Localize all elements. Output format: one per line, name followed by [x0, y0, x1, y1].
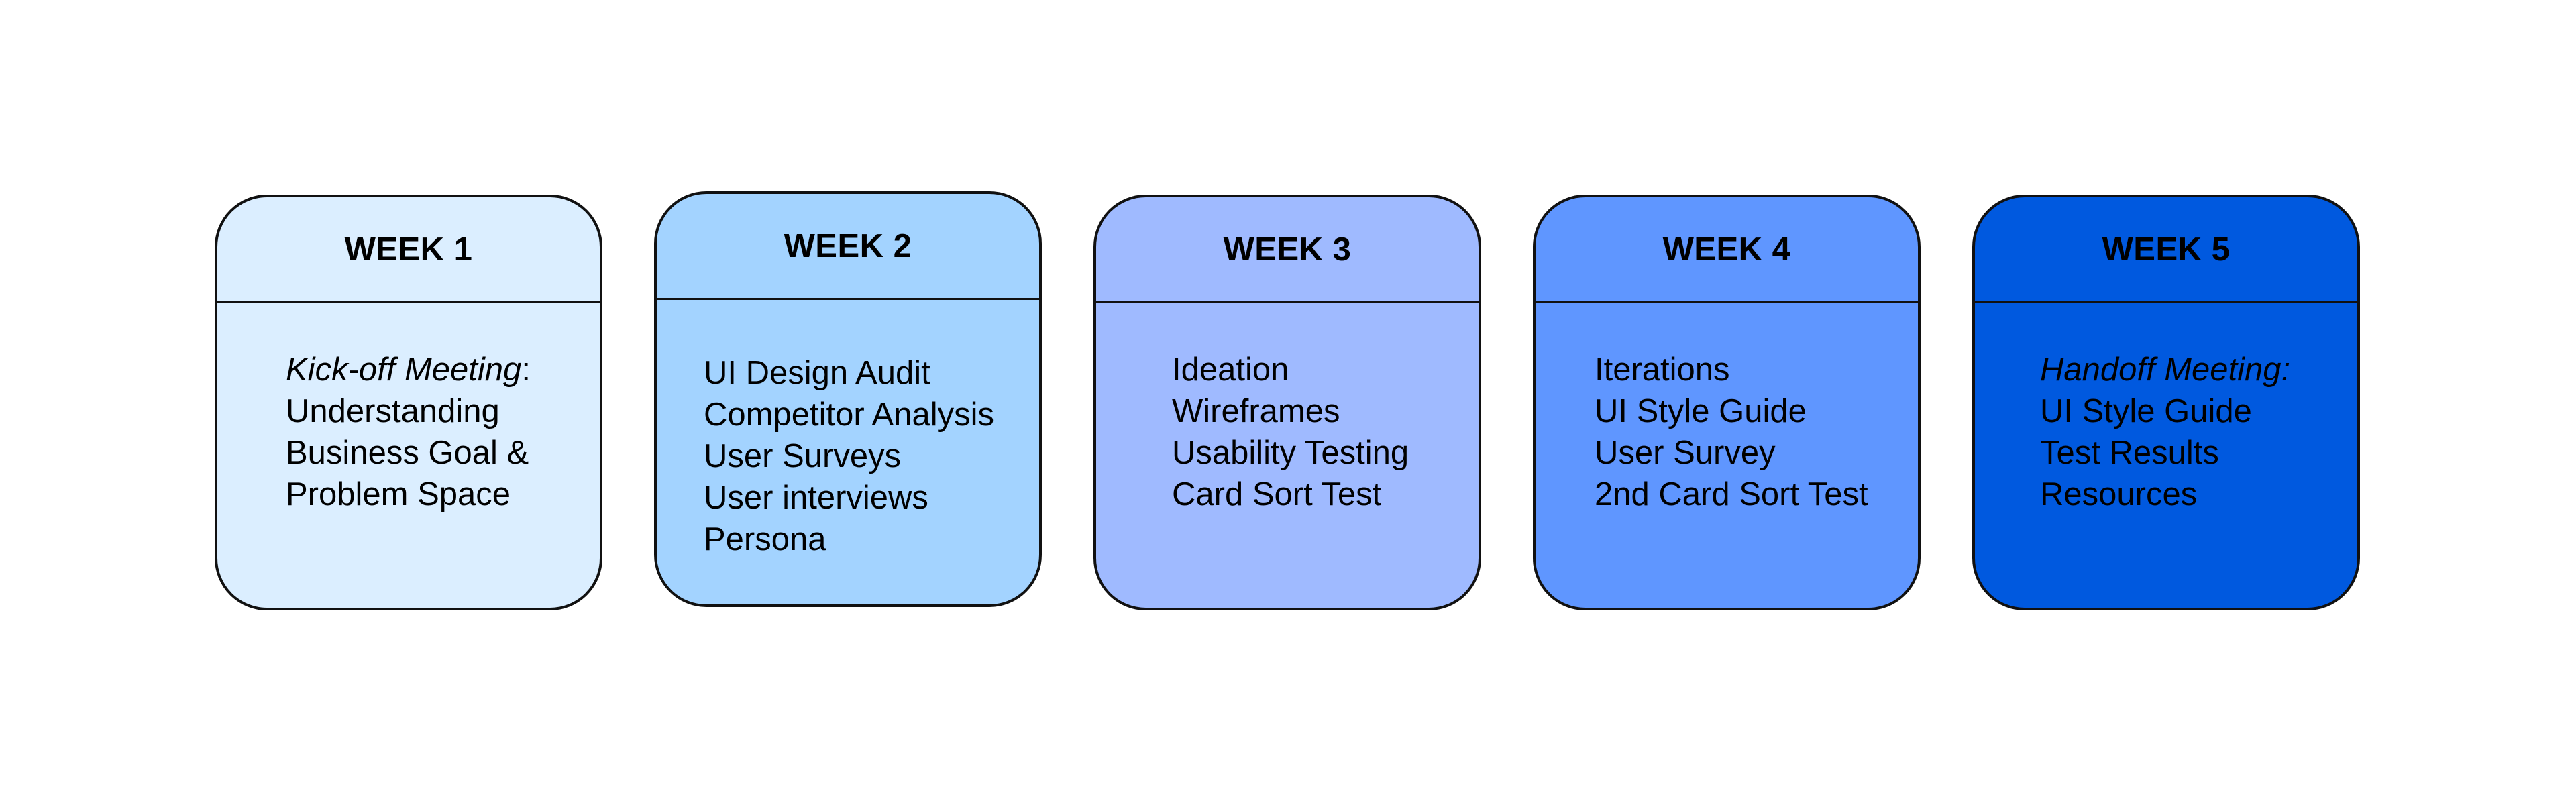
week-1-item: Understanding — [286, 393, 500, 429]
week-2-item: UI Design Audit — [704, 355, 930, 391]
week-2-title: WEEK 2 — [657, 194, 1039, 300]
week-5-lead: Handoff Meeting: — [2040, 352, 2291, 388]
week-1-item: Problem Space — [286, 476, 511, 513]
week-1-body: Kick-off Meeting: Understanding Business… — [217, 303, 600, 515]
week-1-card: WEEK 1 Kick-off Meeting: Understanding B… — [215, 195, 602, 610]
week-3-item: Wireframes — [1172, 393, 1340, 429]
week-5-card: WEEK 5 Handoff Meeting: UI Style Guide T… — [1972, 195, 2360, 610]
week-2-card: WEEK 2 UI Design Audit Competitor Analys… — [654, 191, 1042, 607]
week-2-item: Competitor Analysis — [704, 396, 995, 433]
week-2-item: User interviews — [704, 480, 928, 516]
week-2-item: User Surveys — [704, 438, 902, 474]
week-1-lead-italic: Kick-off Meeting — [286, 352, 522, 388]
week-5-body: Handoff Meeting: UI Style Guide Test Res… — [1975, 303, 2357, 515]
week-5-item: Resources — [2040, 476, 2198, 513]
week-3-card: WEEK 3 Ideation Wireframes Usability Tes… — [1093, 195, 1481, 610]
week-4-body: Iterations UI Style Guide User Survey 2n… — [1536, 303, 1918, 515]
week-5-item: Test Results — [2040, 435, 2219, 471]
week-3-item: Usability Testing — [1172, 435, 1409, 471]
week-4-title: WEEK 4 — [1536, 197, 1918, 303]
week-5-item: UI Style Guide — [2040, 393, 2252, 429]
week-3-item: Card Sort Test — [1172, 476, 1382, 513]
week-4-item: User Survey — [1595, 435, 1776, 471]
week-4-item: UI Style Guide — [1595, 393, 1807, 429]
week-4-item: 2nd Card Sort Test — [1595, 476, 1868, 513]
week-1-lead: Kick-off Meeting: — [286, 349, 600, 390]
week-4-card: WEEK 4 Iterations UI Style Guide User Su… — [1533, 195, 1921, 610]
week-1-item: Business Goal & — [286, 435, 529, 471]
week-1-lead-colon: : — [521, 352, 531, 388]
week-4-item: Iterations — [1595, 352, 1730, 388]
week-3-title: WEEK 3 — [1096, 197, 1479, 303]
week-5-title: WEEK 5 — [1975, 197, 2357, 303]
week-1-title: WEEK 1 — [217, 197, 600, 303]
week-2-body: UI Design Audit Competitor Analysis User… — [657, 300, 1039, 560]
week-3-body: Ideation Wireframes Usability Testing Ca… — [1096, 303, 1479, 515]
week-2-item: Persona — [704, 521, 826, 557]
week-3-item: Ideation — [1172, 352, 1289, 388]
